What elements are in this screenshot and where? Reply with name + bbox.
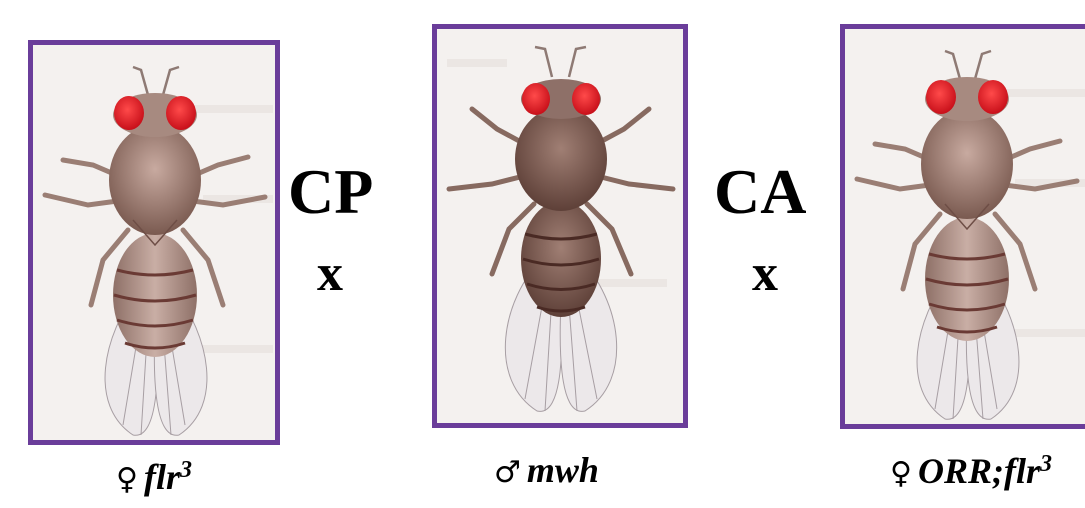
male-symbol-icon: ♂ [494,455,521,490]
cross-label-ca: CA [714,160,806,224]
genotype-label: ORR;flr [918,451,1040,491]
fly-caption: ♂mwh [494,452,599,488]
male-mwh-fly-panel [432,24,688,428]
female-symbol-icon: ♀ [116,462,138,497]
male-fly-illustration [437,29,683,423]
genotype-superscript: 3 [1040,451,1052,477]
genotype-label: mwh [527,450,599,490]
female-flr3-fly-panel [28,40,280,445]
cross-operator: x [317,248,343,300]
genotype-superscript: 3 [180,457,192,483]
cross-label-cp: CP [288,160,373,224]
cross-operator: x [752,248,778,300]
female-fly-illustration [33,45,275,440]
fly-caption: ♀ORR;flr3 [890,452,1052,489]
female-fly-illustration [845,29,1085,424]
female-orr-flr3-fly-panel [840,24,1085,429]
female-symbol-icon: ♀ [890,456,912,491]
genotype-label: flr [144,457,180,497]
fly-caption: ♀flr3 [116,458,192,495]
